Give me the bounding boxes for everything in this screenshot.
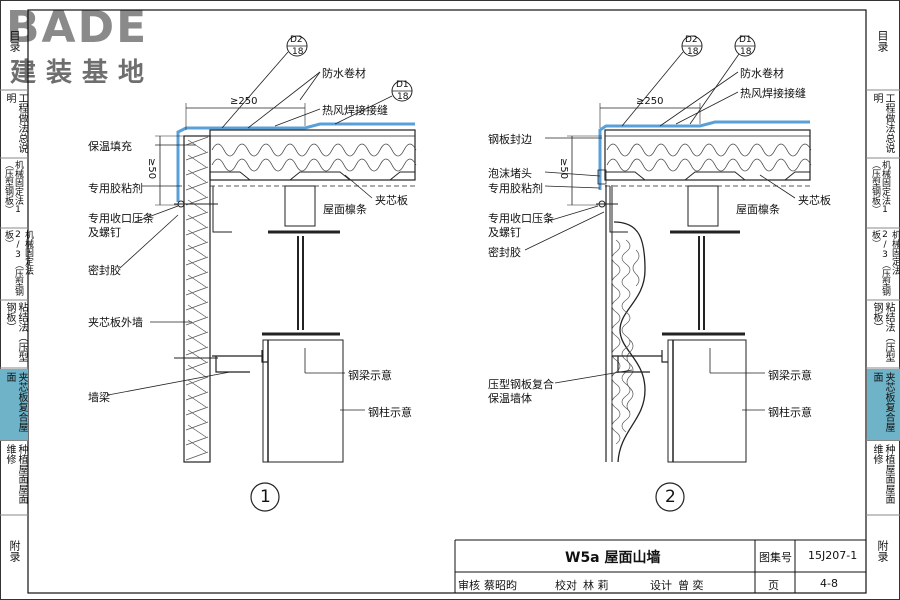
d1-label-adhesive: 专用胶粘剂 (88, 182, 143, 195)
left-tab-mechanical-23[interactable]: 机械固定法2/3（压型钢板） (3, 230, 33, 296)
left-tab-appendix[interactable]: 附录 (8, 540, 21, 562)
d2-label-beam: 钢梁示意 (768, 369, 812, 382)
d1-label-sealant: 密封胶 (88, 264, 121, 277)
d1-callout-d2-top: D2 (290, 35, 303, 45)
d1-label-sandwich: 夹芯板 (375, 194, 408, 207)
right-tab-contents[interactable]: 目录 (876, 30, 889, 52)
left-tab-contents[interactable]: 目录 (8, 30, 21, 52)
d2-label-composite-1: 压型钢板复合 (488, 378, 554, 391)
right-tab-planting[interactable]: 种植屋面屋面维修 (871, 444, 894, 504)
d2-label-purlin: 屋面檩条 (736, 203, 780, 216)
right-tab-mechanical-23[interactable]: 机械固定法2/3（压型钢板） (870, 230, 900, 296)
d2-label-strip: 专用收口压条 (488, 212, 554, 225)
atlas-number: 15J207-1 (808, 549, 858, 562)
right-tab-adhesive[interactable]: 粘结法（压型钢板） (871, 302, 894, 362)
design-label: 设计 (650, 579, 672, 592)
d2-label-composite-2: 保温墙体 (488, 392, 532, 405)
d2-detail-number: 2 (665, 487, 676, 507)
detail-1-drawing (107, 35, 417, 512)
right-tab-active-bg (867, 369, 900, 441)
d2-label-weld: 热风焊接接缝 (740, 87, 806, 100)
d1-label-purlin: 屋面檩条 (323, 203, 367, 216)
right-tab-general-notes[interactable]: 工程做法总说明 (871, 93, 894, 153)
d2-label-screw: 及螺钉 (488, 226, 521, 239)
d2-dim-50: ≥50 (558, 158, 569, 180)
left-tab-adhesive[interactable]: 粘结法（压型钢板） (4, 302, 27, 362)
d1-label-screw: 及螺钉 (88, 226, 121, 239)
d2-callout-d1-top: D1 (739, 35, 752, 45)
drawing-title: W5a 屋面山墙 (565, 550, 661, 566)
check-label: 校对 (555, 579, 577, 592)
d2-label-sandwich: 夹芯板 (798, 194, 831, 207)
d2-label-foam: 泡沫堵头 (488, 167, 532, 180)
d1-dim-250: ≥250 (230, 96, 258, 107)
d1-label-column: 钢柱示意 (368, 406, 412, 419)
checker-name: 林 莉 (583, 579, 609, 592)
left-tab-mechanical-1[interactable]: 机械固定法1（压型钢板） (3, 160, 23, 215)
d2-callout-d2-top: D2 (685, 35, 698, 45)
right-tab-sandwich[interactable]: 夹芯板复合屋面 (871, 372, 894, 432)
review-label: 审核 (458, 579, 480, 592)
d1-callout-d1-bottom: 18 (397, 92, 409, 102)
d2-label-edge: 钢板封边 (488, 133, 532, 146)
d1-callout-d2-bottom: 18 (292, 47, 304, 57)
d2-label-column: 钢柱示意 (768, 406, 812, 419)
d2-label-adhesive: 专用胶粘剂 (488, 182, 543, 195)
d1-label-weld: 热风焊接接缝 (322, 104, 388, 117)
left-tab-sandwich[interactable]: 夹芯板复合屋面 (4, 372, 27, 432)
reviewer-name: 蔡昭昀 (484, 579, 517, 592)
d2-label-sealant: 密封胶 (488, 246, 521, 259)
detail-2-drawing (524, 35, 812, 512)
d1-label-wall: 夹芯板外墙 (88, 316, 143, 329)
d1-dim-50: ≥50 (146, 158, 157, 180)
right-tab-mechanical-1[interactable]: 机械固定法1（压型钢板） (870, 160, 890, 215)
atlas-label: 图集号 (759, 551, 792, 564)
right-tab-appendix[interactable]: 附录 (876, 540, 889, 562)
d2-dim-250: ≥250 (636, 96, 664, 107)
d2-callout-d2-bottom: 18 (687, 47, 699, 57)
left-tab-active-bg (0, 369, 28, 441)
left-tab-planting[interactable]: 种植屋面屋面维修 (4, 444, 27, 504)
left-tab-general-notes[interactable]: 工程做法总说明 (4, 93, 27, 153)
designer-name: 曾 奕 (678, 579, 704, 592)
d1-label-wall-beam: 墙梁 (88, 391, 110, 404)
d1-callout-d1-top: D1 (396, 80, 409, 90)
d1-detail-number: 1 (260, 487, 271, 507)
page-label: 页 (768, 579, 779, 592)
brand-subtitle: 建装基地 (10, 58, 155, 88)
d1-label-beam: 钢梁示意 (348, 369, 392, 382)
d1-label-strip: 专用收口压条 (88, 212, 154, 225)
d2-callout-d1-bottom: 18 (740, 47, 752, 57)
d1-label-insul-fill: 保温填充 (88, 140, 132, 153)
d2-label-waterproof: 防水卷材 (740, 67, 784, 80)
page-number: 4-8 (820, 577, 838, 590)
d1-label-waterproof: 防水卷材 (322, 67, 366, 80)
